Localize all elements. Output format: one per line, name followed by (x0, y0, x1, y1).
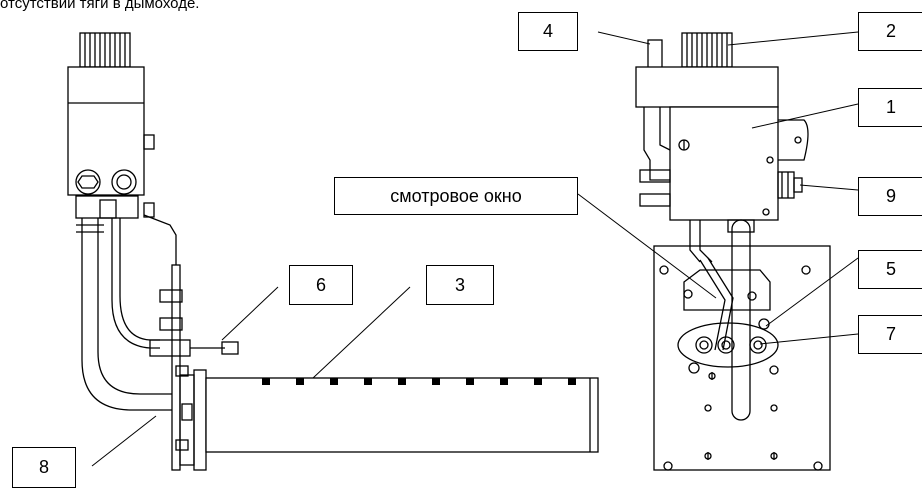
callout-1: 1 (858, 88, 922, 127)
callout-9: 9 (858, 177, 922, 216)
left-side-view (67, 32, 599, 471)
callout-7: 7 (858, 315, 922, 354)
callout-3: 3 (426, 265, 494, 305)
right-front-view (635, 32, 831, 471)
callout-4: 4 (518, 12, 578, 51)
callout-5: 5 (858, 250, 922, 289)
callout-8: 8 (12, 447, 76, 488)
callout-2: 2 (858, 12, 922, 51)
callout-viewing-window: смотровое окно (334, 177, 578, 215)
header-text: отсутствий тяги в дымоходе. (0, 0, 200, 12)
callout-6: 6 (289, 265, 353, 305)
leader-lines (91, 31, 859, 467)
